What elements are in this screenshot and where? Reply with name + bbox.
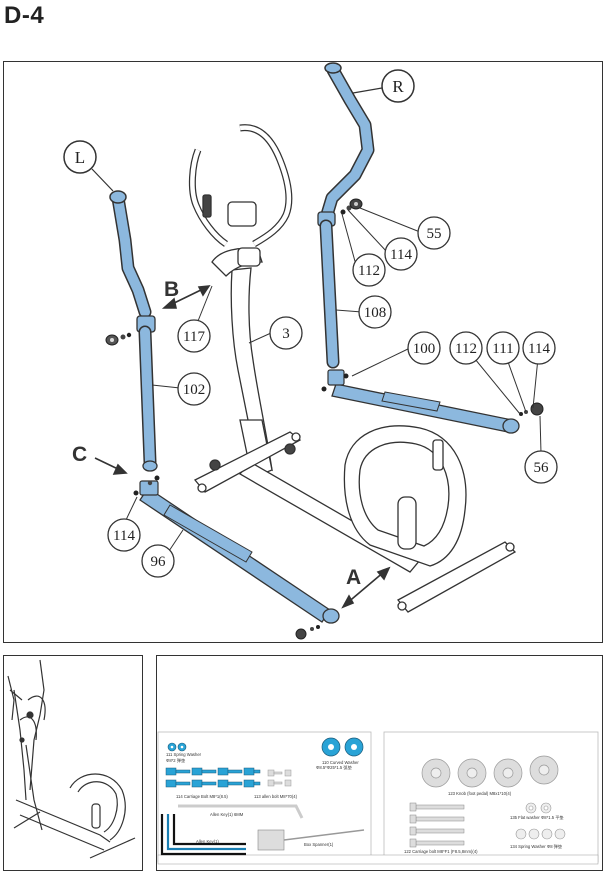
ruler-strip: [157, 854, 599, 865]
overview-thumbnail-panel: [3, 655, 143, 871]
svg-text:111: 111: [492, 341, 513, 357]
callout-96: 96: [141, 544, 175, 578]
carriage-bolt-114-icon: [165, 767, 261, 788]
left-rail-hardware: [133, 475, 320, 640]
step-title: D-4: [4, 2, 45, 29]
callout-108: 108: [358, 295, 392, 329]
spring-washer-111-icon: [167, 742, 187, 752]
svg-text:108: 108: [364, 305, 387, 321]
direction-label-b: B: [164, 278, 179, 301]
svg-text:96: 96: [151, 554, 167, 570]
knob-123-icon: [421, 755, 559, 788]
svg-text:56: 56: [534, 460, 550, 476]
box-spanner-label: Box Spanner(1): [304, 842, 334, 847]
left-lower-arm-102: [138, 325, 158, 472]
flat-washer-135-icon: [525, 802, 552, 814]
spring-washer-134-label: 134 Spring Washer Φ8 弹垫: [510, 843, 563, 850]
allen-bolt-113-label: 113 allen bolt M8*70(4): [254, 794, 298, 799]
allen-key-label: Allen Key(1): [196, 839, 219, 844]
callout-56: 56: [524, 450, 558, 484]
callout-117: 117: [177, 319, 211, 353]
callout-112-lower: 112: [449, 331, 483, 365]
knob-123-label: 123 Knob (foot pedal) M8x1*10(4): [448, 791, 512, 796]
direction-arrow-b: [161, 285, 211, 309]
handle-label-right: R: [392, 77, 404, 96]
callout-102: 102: [177, 372, 211, 406]
callout-55: 55: [417, 216, 451, 250]
svg-text:117: 117: [183, 329, 205, 345]
box-spanner-icon: [257, 829, 365, 851]
callout-3: 3: [269, 316, 303, 350]
callout-112-upper: 112: [352, 253, 386, 287]
svg-text:114: 114: [528, 341, 550, 357]
callout-111: 111: [486, 331, 520, 365]
hardware-pack-right: [383, 731, 599, 863]
flat-washer-135-label: 135 Flat washer Φ8*1.5 平垫: [510, 814, 564, 821]
allen-key-icon: [160, 814, 246, 856]
carriage-bolt-114-label: 114 Carriage Bolt M8*1(8.5): [176, 794, 228, 799]
svg-text:55: 55: [427, 226, 442, 242]
left-pedal-rail-96: [139, 480, 340, 624]
left-arm-hardware: [105, 332, 132, 346]
svg-text:102: 102: [183, 382, 206, 398]
svg-text:100: 100: [413, 341, 436, 357]
svg-text:112: 112: [358, 263, 380, 279]
direction-label-a: A: [346, 566, 361, 589]
callout-100: 100: [407, 331, 441, 365]
handle-label-left-circle: [63, 140, 97, 174]
svg-text:114: 114: [113, 528, 135, 544]
allen-key-6mm-label: Allen Key(1) 6MM: [210, 812, 244, 817]
direction-arrow-a: [341, 566, 391, 609]
assembled-elliptical-thumbnail: [7, 659, 136, 859]
svg-text:3: 3: [282, 326, 290, 342]
left-handlebar-upper: [109, 190, 156, 333]
handle-label-right-circle: [381, 69, 415, 103]
right-arm-hardware: [340, 198, 363, 215]
spring-washer-111-spec: Φ8*2 弹垫: [166, 757, 186, 764]
callout-leaders: [124, 207, 542, 558]
svg-text:114: 114: [390, 247, 412, 263]
direction-arrow-c: [94, 457, 128, 475]
curved-washer-110-spec: Φ8.5*Φ25*1.5 弧垫: [316, 764, 353, 771]
right-rail-hardware: [321, 373, 544, 416]
callout-114-right: 114: [522, 331, 556, 365]
callout-114-upper: 114: [384, 237, 418, 271]
carriage-bolt-122-icon: [409, 802, 465, 848]
handle-label-left: L: [75, 148, 85, 167]
curved-washer-110-icon: [321, 737, 364, 757]
right-pedal-rail-100: [327, 369, 520, 434]
svg-text:112: 112: [455, 341, 477, 357]
curved-washer-110-label: 110 Curved Washer: [322, 760, 359, 765]
callout-114-lower: 114: [107, 518, 141, 552]
carriage-bolt-122-label: 122 Carriage bolt M8*F1 (F8.5,8mm)(4): [404, 849, 478, 854]
right-handlebar-upper: [317, 62, 375, 227]
allen-bolt-113-icon: [267, 769, 292, 787]
main-frame-3: [188, 124, 517, 613]
direction-label-c: C: [72, 443, 87, 466]
allen-key-6mm-icon: [178, 804, 304, 819]
spring-washer-134-icon: [515, 828, 566, 840]
right-lower-arm-108: [319, 219, 340, 369]
spring-washer-111-label: 111 Spring Washer: [166, 752, 202, 757]
